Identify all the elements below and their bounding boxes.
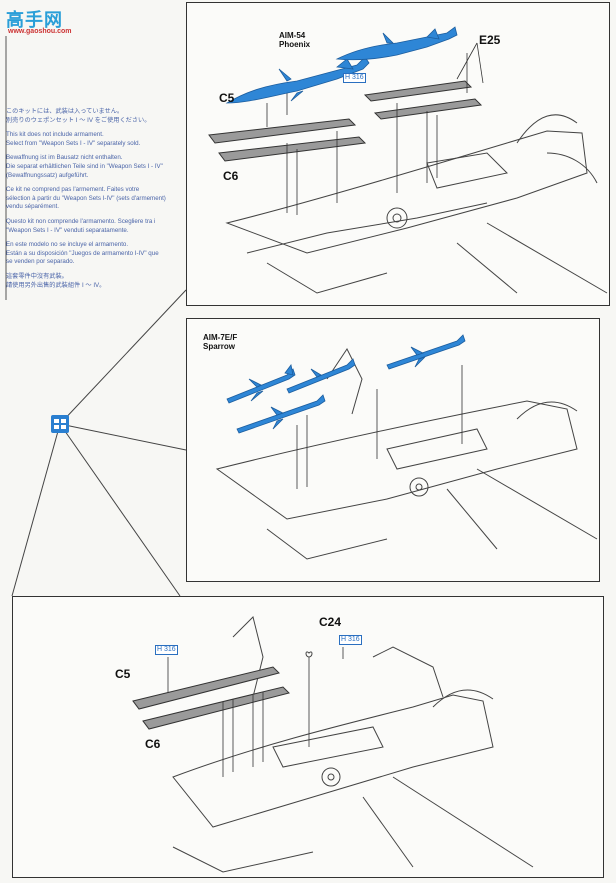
- hardware-h316-tag-right: H 316: [339, 635, 362, 645]
- rails-assembly-diagram: [132, 616, 534, 873]
- note-english: This kit does not include armament. Sele…: [6, 131, 141, 147]
- sparrow-label-line2: Sparrow: [203, 342, 236, 351]
- sparrow-label: AIM-7E/F Sparrow: [203, 333, 237, 351]
- part-c5-label: C5: [115, 667, 131, 681]
- note-italian: Questo kit non comprende l'armamento. Sc…: [6, 217, 156, 234]
- hardware-h316-tag-left: H 316: [155, 645, 178, 655]
- phoenix-label-line1: AIM-54: [279, 31, 306, 40]
- part-c5-label: C5: [219, 91, 235, 105]
- part-e25-label: E25: [479, 33, 501, 47]
- part-c24-label: C24: [319, 615, 342, 629]
- sparrow-assembly-diagram: [215, 334, 598, 560]
- phoenix-label-line2: Phoenix: [279, 40, 311, 49]
- watermark-text: 高手网: [6, 10, 63, 30]
- phoenix-assembly-diagram: [208, 26, 608, 294]
- note-spanish: En este modelo no se incluye el armament…: [6, 241, 159, 266]
- watermark-url: www.gaoshou.com: [8, 28, 72, 35]
- note-german: Bewaffnung ist im Bausatz nicht enthalte…: [6, 154, 163, 179]
- note-chinese: 這套零件中沒有武裝。 請使用另外出售的武裝組件 I ～ IV。: [6, 272, 106, 289]
- note-french: Ce kit ne comprend pas l'armement. Faite…: [6, 186, 166, 211]
- sparrow-label-line1: AIM-7E/F: [203, 333, 238, 342]
- step-panel-rails: C5 C6 C24 H 316 H 316: [12, 596, 604, 878]
- hardware-h316-tag: H 316: [343, 73, 366, 83]
- part-c6-label: C6: [145, 737, 161, 751]
- part-c6-label: C6: [223, 169, 239, 183]
- step-panel-phoenix: AIM-54 Phoenix C5 C6 E25 H 316: [186, 2, 610, 306]
- armament-notes: このキットには、武装は入っていません。 別売りのウェポンセット I ～ IV を…: [6, 108, 182, 296]
- option-symbol-icon: [51, 415, 69, 433]
- step-panel-sparrow: AIM-7E/F Sparrow: [186, 318, 600, 582]
- note-japanese: このキットには、武装は入っていません。 別売りのウェポンセット I ～ IV を…: [6, 108, 151, 124]
- watermark-logo: 高手网 www.gaoshou.com: [6, 6, 72, 35]
- phoenix-label: AIM-54 Phoenix: [279, 31, 310, 49]
